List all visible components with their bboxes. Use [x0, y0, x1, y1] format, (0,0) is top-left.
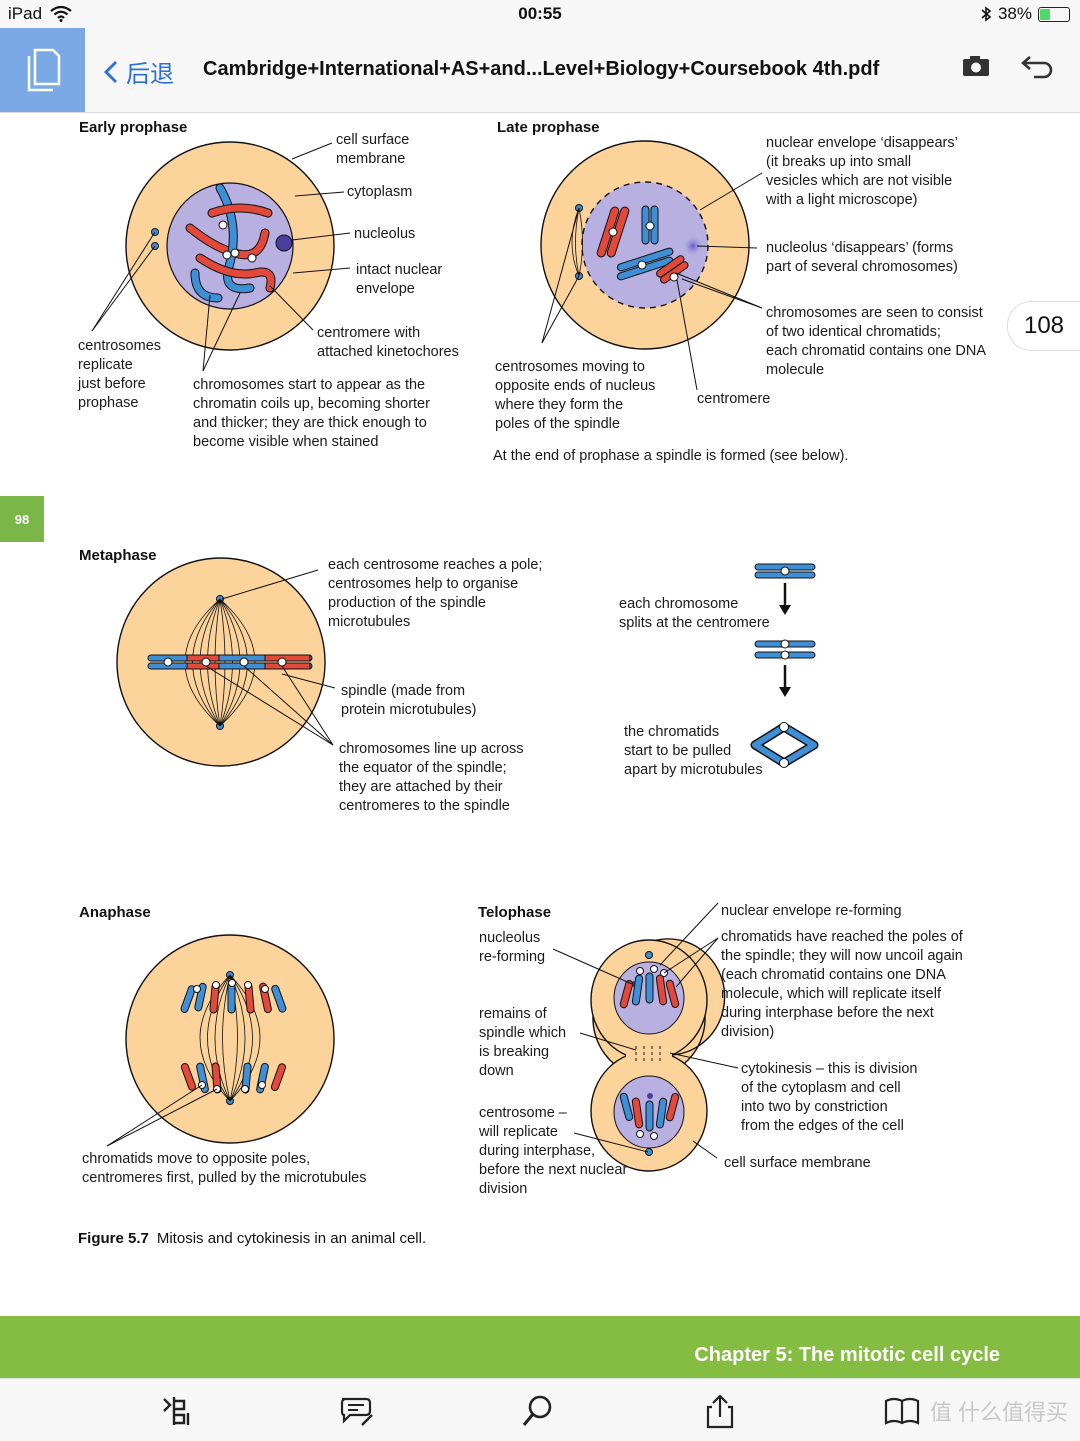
clock: 00:55 — [518, 4, 562, 23]
document-title: Cambridge+International+AS+and...Level+B… — [203, 58, 880, 80]
late-prophase-cell — [540, 140, 750, 350]
label-intact-nuclear-envelope: intact nuclear envelope — [356, 262, 443, 297]
figure-number: Figure 5.7 — [78, 1230, 149, 1247]
end-of-prophase-note: At the end of prophase a spindle is form… — [493, 448, 849, 464]
label-spindle-remains: remains of spindle which is breaking dow… — [479, 1006, 567, 1079]
label-centromere-kinetochores: centromere with attached kinetochores — [317, 325, 459, 360]
anaphase-cell — [125, 934, 335, 1144]
chapter-title: Chapter 5: The mitotic cell cycle — [694, 1344, 1000, 1366]
search-icon[interactable] — [520, 1393, 556, 1429]
document-tab[interactable] — [0, 28, 85, 112]
side-page-number: 98 — [0, 496, 44, 542]
metaphase-cell — [116, 557, 326, 767]
watermark: 值 什么值得买 — [929, 1400, 1068, 1425]
bookmark-icon[interactable] — [884, 1393, 920, 1429]
pages-icon[interactable] — [160, 1393, 196, 1429]
navigation-bar: 后退 Cambridge+International+AS+and...Leve… — [0, 28, 1080, 113]
document-icon — [27, 48, 60, 92]
battery-icon — [1038, 6, 1070, 22]
annotate-icon[interactable] — [338, 1393, 374, 1429]
label-nuclear-envelope-disappears: nuclear envelope ‘disappears’ (it breaks… — [766, 135, 958, 208]
device-label: iPad — [8, 4, 43, 23]
bottom-toolbar: 值 什么值得买 — [0, 1378, 1080, 1441]
label-centrosome-pole: each centrosome reaches a pole; centroso… — [328, 557, 543, 630]
label-chromatids-move: chromatids move to opposite poles, centr… — [82, 1151, 367, 1186]
label-chromosomes-line-up: chromosomes line up across the equator o… — [339, 741, 524, 814]
label-cytokinesis: cytokinesis – this is division of the cy… — [741, 1061, 918, 1134]
label-nuclear-envelope-reforming: nuclear envelope re-forming — [721, 903, 902, 919]
chevron-left-icon — [104, 60, 117, 83]
wifi-icon — [50, 6, 72, 22]
label-chromosomes-appear: chromosomes start to appear as the chrom… — [193, 377, 430, 450]
undo-icon[interactable] — [1020, 54, 1054, 80]
label-cytoplasm: cytoplasm — [347, 184, 413, 200]
label-centrosomes-replicate: centrosomes replicate just before propha… — [78, 338, 162, 411]
label-chromatids-reached-poles: chromatids have reached the poles of the… — [721, 929, 963, 1040]
mitosis-illustrations — [91, 140, 819, 1172]
label-centrosomes-moving: centrosomes moving to opposite ends of n… — [495, 359, 656, 432]
label-two-chromatids: chromosomes are seen to consist of two i… — [766, 305, 987, 378]
early-prophase-leaders — [91, 142, 351, 372]
reader-page-indicator[interactable]: 108 — [1007, 301, 1080, 351]
label-centromere: centromere — [697, 391, 771, 407]
share-icon[interactable] — [702, 1393, 738, 1429]
label-nucleolus-reforming: nucleolus re-forming — [479, 930, 546, 965]
label-cell-surface-membrane-telophase: cell surface membrane — [724, 1155, 871, 1171]
figure-caption: Figure 5.7 Mitosis and cytokinesis in an … — [78, 1230, 426, 1247]
late-prophase-leaders — [541, 172, 763, 391]
battery-percent: 38% — [997, 4, 1032, 23]
label-chromosome-splits: each chromosome splits at the centromere — [619, 596, 770, 631]
pdf-page: Early prophase cell surface membrane cyt… — [0, 113, 1080, 1313]
telophase-cell — [590, 938, 726, 1172]
chromosome-split-sequence — [750, 563, 819, 768]
back-label: 后退 — [126, 61, 174, 88]
early-prophase-cell — [125, 141, 335, 351]
telophase-leaders — [552, 902, 739, 1159]
heading-telophase: Telophase — [478, 904, 552, 921]
label-nucleolus: nucleolus — [354, 226, 416, 242]
heading-late-prophase: Late prophase — [497, 119, 600, 136]
figure-caption-text: Mitosis and cytokinesis in an animal cel… — [156, 1230, 427, 1247]
chapter-footer: Chapter 5: The mitotic cell cycle — [0, 1316, 1080, 1378]
label-centrosome-replicate: centrosome – will replicate during inter… — [479, 1105, 628, 1197]
heading-early-prophase: Early prophase — [79, 119, 188, 136]
label-spindle: spindle (made from protein microtubules) — [341, 683, 477, 718]
label-chromatids-pulled: the chromatids start to be pulled apart … — [624, 724, 763, 778]
heading-metaphase: Metaphase — [79, 547, 157, 564]
bluetooth-icon — [981, 6, 992, 22]
camera-icon[interactable] — [962, 54, 990, 78]
back-button[interactable]: 后退 — [104, 54, 174, 89]
label-nucleolus-disappears: nucleolus ‘disappears’ (forms part of se… — [766, 240, 958, 275]
status-bar: iPad 00:55 38% — [0, 0, 1080, 28]
label-cell-surface-membrane: cell surface membrane — [336, 132, 410, 167]
heading-anaphase: Anaphase — [79, 904, 151, 921]
anaphase-leaders — [106, 1084, 218, 1147]
metaphase-leaders — [205, 569, 336, 746]
